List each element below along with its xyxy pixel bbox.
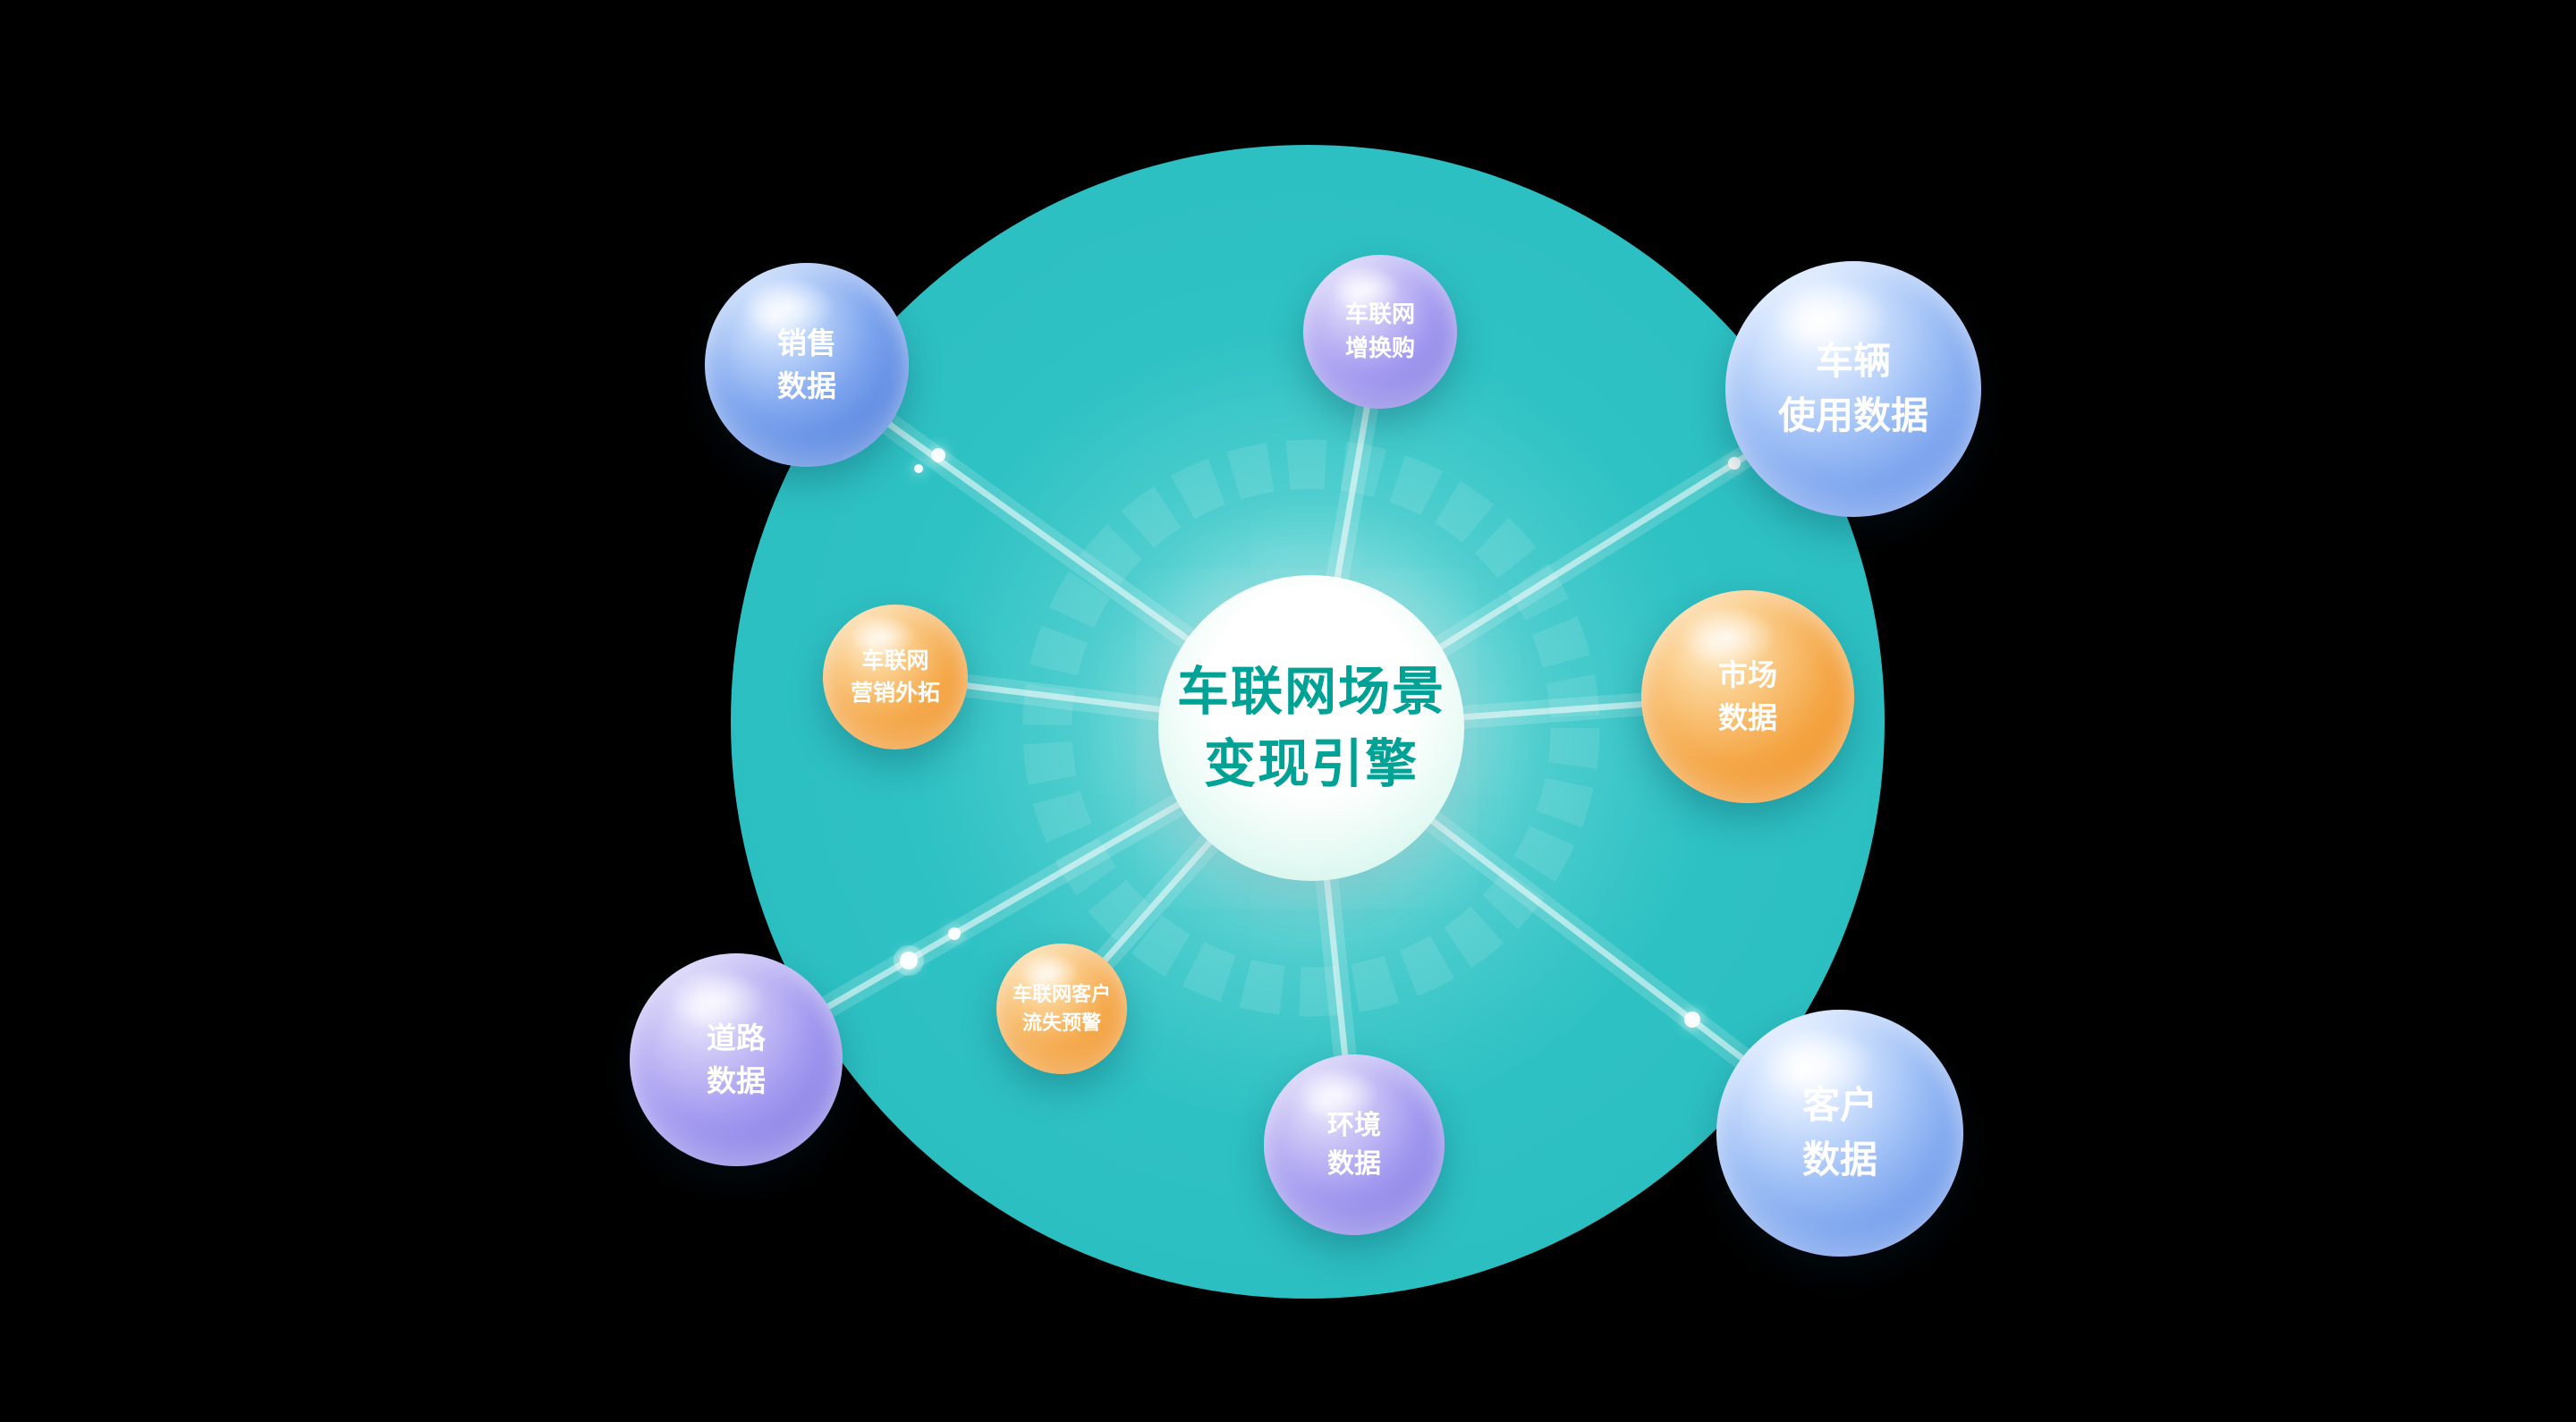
node-label-line: 环境 [1327, 1110, 1381, 1140]
beam-dot [1728, 457, 1741, 470]
node-iov-tradein: 车联网 增换购 [1303, 255, 1457, 409]
node-vehicle-usage-data: 车辆 使用数据 [1725, 261, 1981, 517]
hub-label-line: 车联网场景 [1176, 662, 1445, 721]
node-label-line: 车辆 [1815, 340, 1891, 383]
node-environment-data: 环境 数据 [1264, 1054, 1445, 1235]
node-label-line: 市场 [1718, 658, 1777, 692]
node-label-line: 数据 [1718, 701, 1777, 734]
node-road-data: 道路 数据 [630, 953, 843, 1166]
node-label-line: 数据 [777, 369, 836, 402]
hub-dashed-ring [1022, 439, 1600, 1017]
node-label-line: 数据 [1801, 1138, 1877, 1181]
node-customer-data: 客户 数据 [1716, 1010, 1963, 1257]
node-label-line: 增换购 [1344, 334, 1415, 361]
node-label-line: 客户 [1801, 1084, 1877, 1127]
node-iov-marketing-expansion: 车联网 营销外拓 [823, 605, 968, 749]
beam-dot [1684, 1011, 1700, 1028]
node-label-line: 车联网 [861, 648, 929, 673]
node-label-line: 营销外拓 [850, 681, 940, 706]
hub-label-line: 变现引擎 [1203, 735, 1419, 793]
node-iov-churn-warning: 车联网客户 流失预警 [996, 944, 1127, 1074]
node-label-line: 车联网客户 [1012, 983, 1111, 1006]
hub-iov-monetization-engine: 车联网场景 变现引擎 [1158, 575, 1464, 881]
node-label-line: 道路 [707, 1021, 766, 1055]
beam-dot [900, 952, 918, 969]
beam-dot [948, 927, 961, 940]
node-label-line: 销售 [777, 326, 836, 360]
node-sales-data: 销售 数据 [705, 263, 909, 467]
node-label-line: 数据 [1327, 1149, 1381, 1179]
node-label-line: 流失预警 [1021, 1011, 1101, 1034]
beam-dot [914, 464, 923, 473]
node-label-line: 车联网 [1344, 300, 1415, 328]
node-label-line: 使用数据 [1777, 394, 1928, 436]
beam-dot [931, 448, 945, 462]
node-market-data: 市场 数据 [1641, 590, 1854, 803]
node-label-line: 数据 [707, 1064, 766, 1097]
